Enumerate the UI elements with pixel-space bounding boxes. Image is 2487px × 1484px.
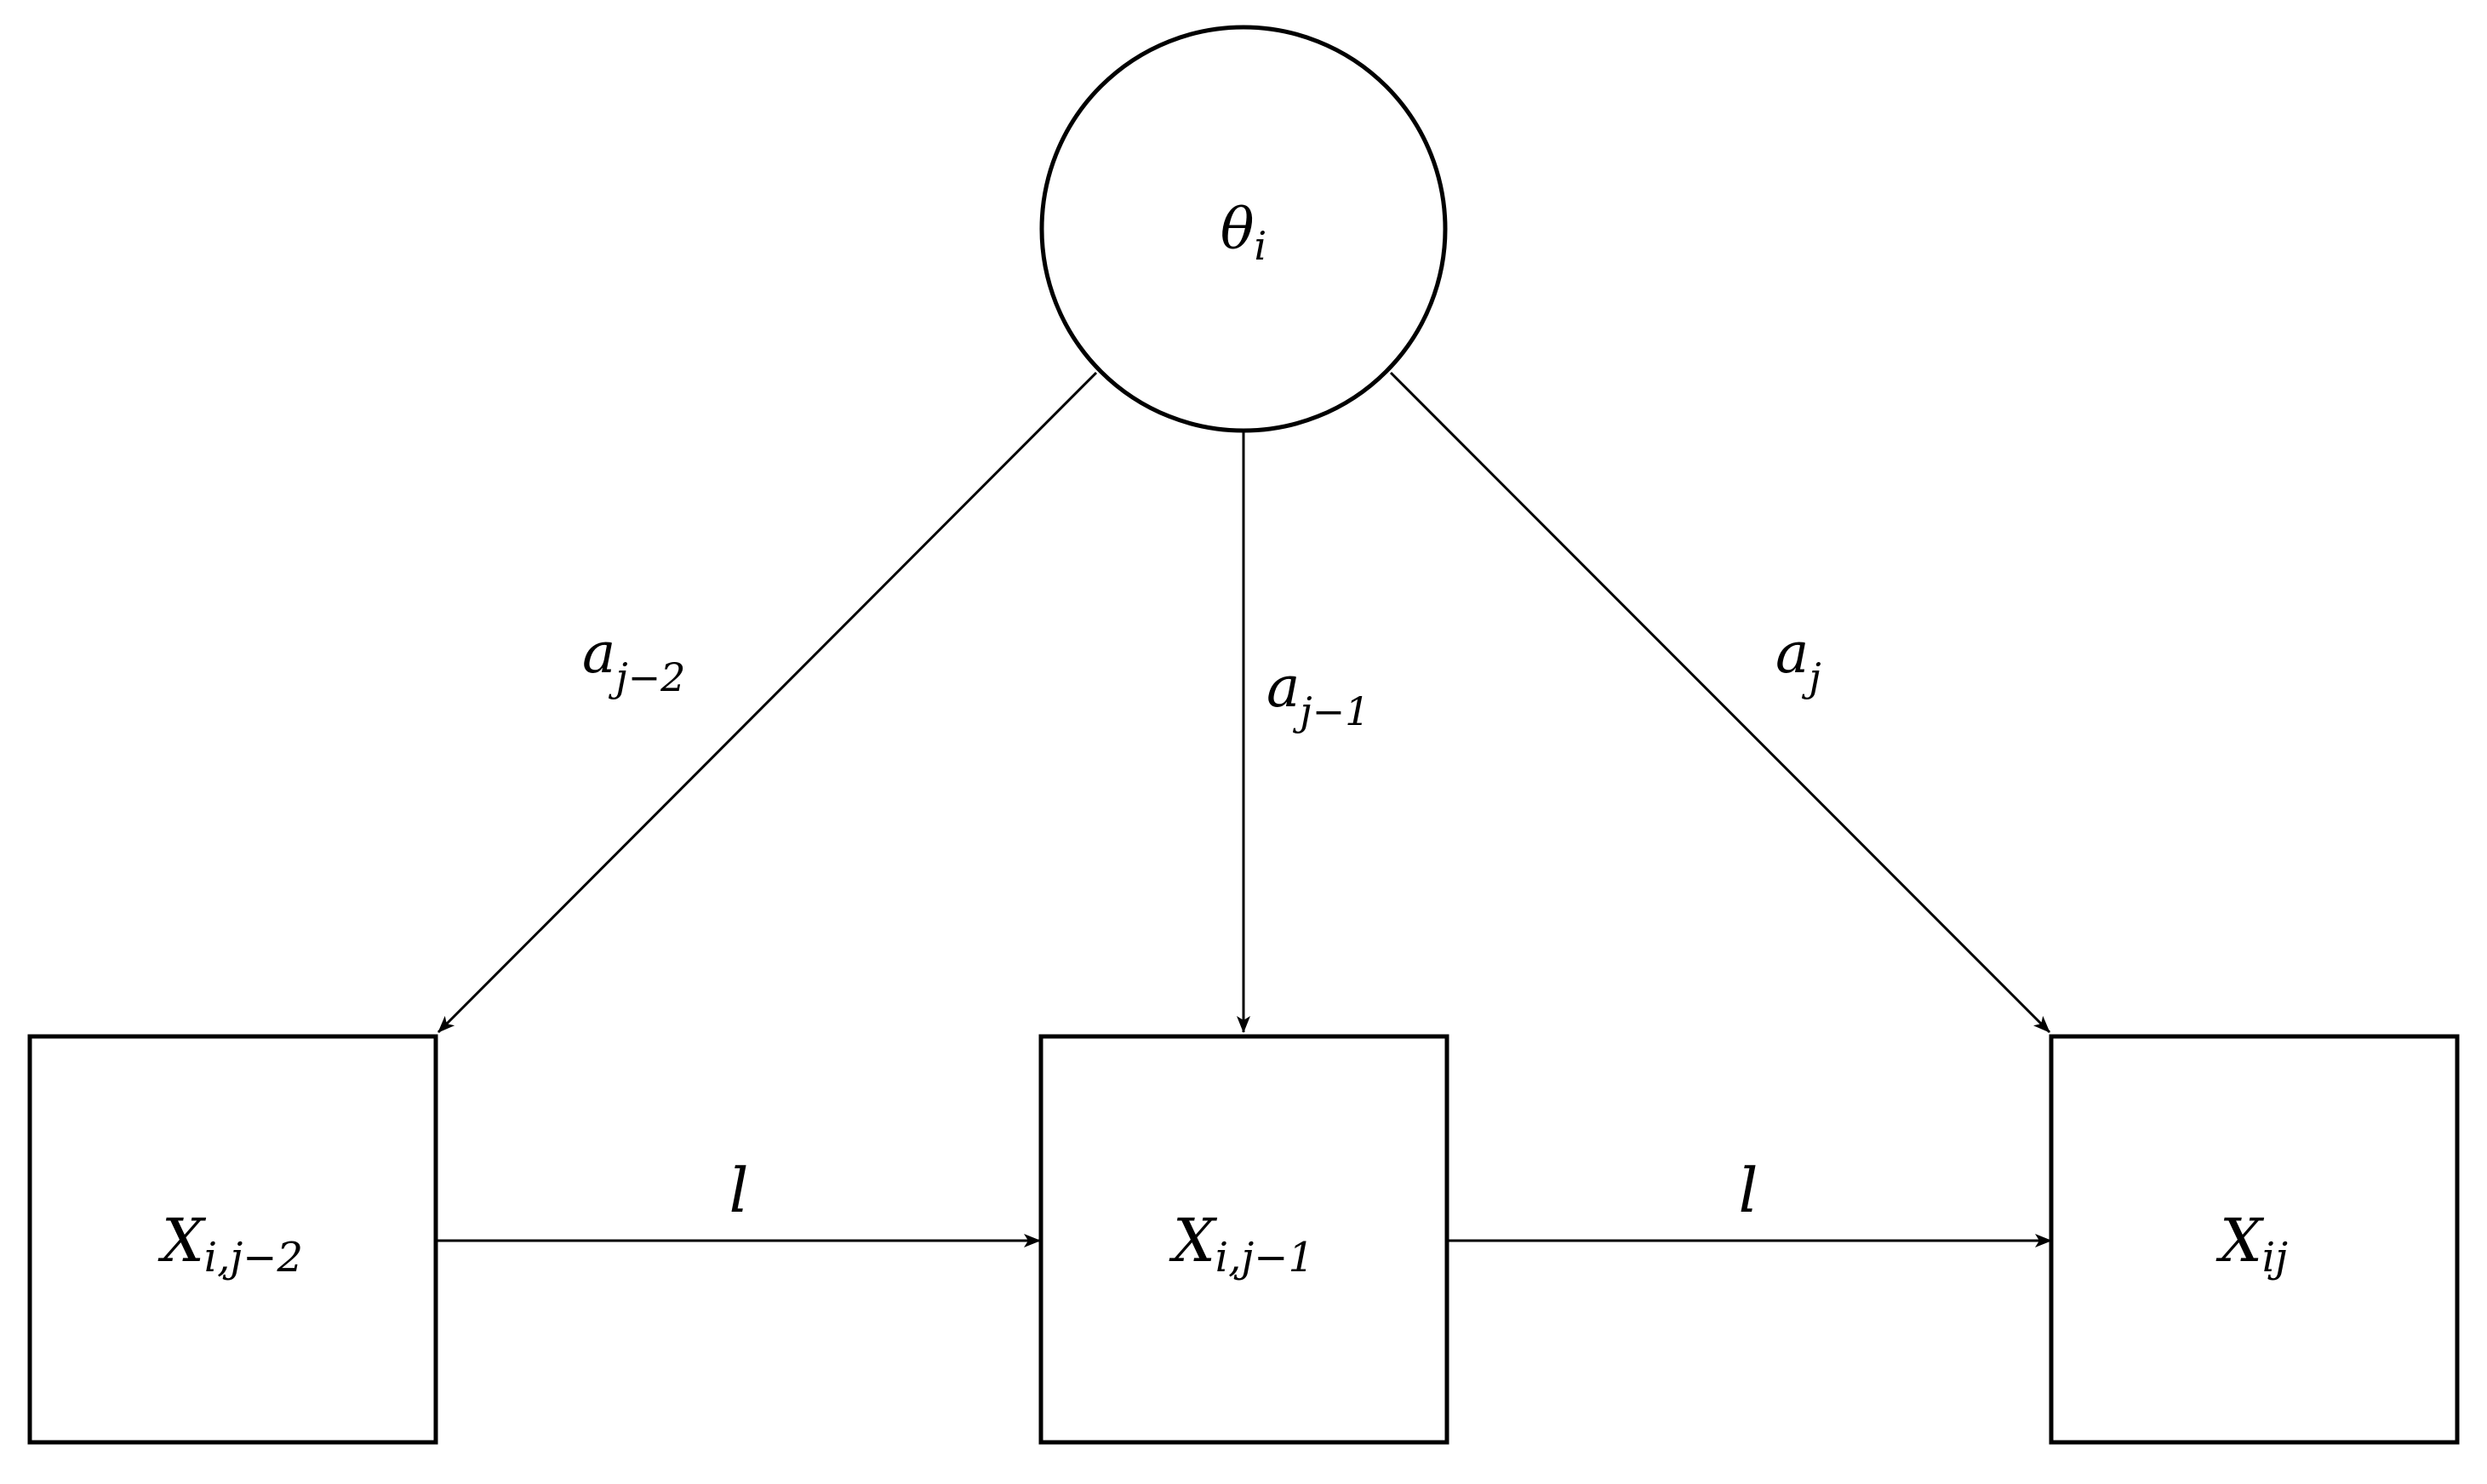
a-j1-subscript: j−1 (1292, 688, 1369, 734)
loading-label-a-j1: aj−1 (1266, 654, 1369, 734)
a-j1-symbol: a (1266, 654, 1300, 720)
x-j1-symbol: X (1169, 1206, 1218, 1276)
a-j-symbol: a (1775, 620, 1809, 686)
item-node-x-j2: Xi,j−2 (27, 1034, 438, 1445)
svg-text:Xi,j−1: Xi,j−1 (1169, 1206, 1314, 1281)
x-j2-subscript: i,j−2 (204, 1234, 303, 1281)
svg-text:Xi,j−2: Xi,j−2 (157, 1206, 303, 1281)
a-j2-symbol: a (582, 620, 615, 686)
svg-text:Xij: Xij (2215, 1206, 2288, 1281)
latent-node-theta: θi (1039, 25, 1448, 433)
x-j1-subscript: i,j−1 (1215, 1234, 1314, 1281)
x-j-subscript: ij (2262, 1234, 2288, 1281)
x-j2-symbol: X (157, 1206, 207, 1276)
x-j-symbol: X (2215, 1206, 2265, 1276)
edge-theta-to-x-j2 (437, 371, 1098, 1034)
item-node-x-j1: Xi,j−1 (1038, 1034, 1449, 1445)
loading-label-a-j: aj (1775, 620, 1821, 700)
theta-subscript: i (1255, 223, 1267, 269)
a-j2-subscript: j−2 (608, 654, 685, 700)
edge-theta-to-x-j (1389, 371, 2051, 1034)
theta-symbol: θ (1221, 197, 1255, 262)
transition-label-l-1: l (729, 1155, 748, 1226)
loading-label-a-j2: aj−2 (582, 620, 685, 700)
item-node-x-j: Xij (2049, 1034, 2460, 1445)
transition-label-l-2: l (1738, 1155, 1758, 1226)
svg-text:θi: θi (1221, 197, 1266, 270)
